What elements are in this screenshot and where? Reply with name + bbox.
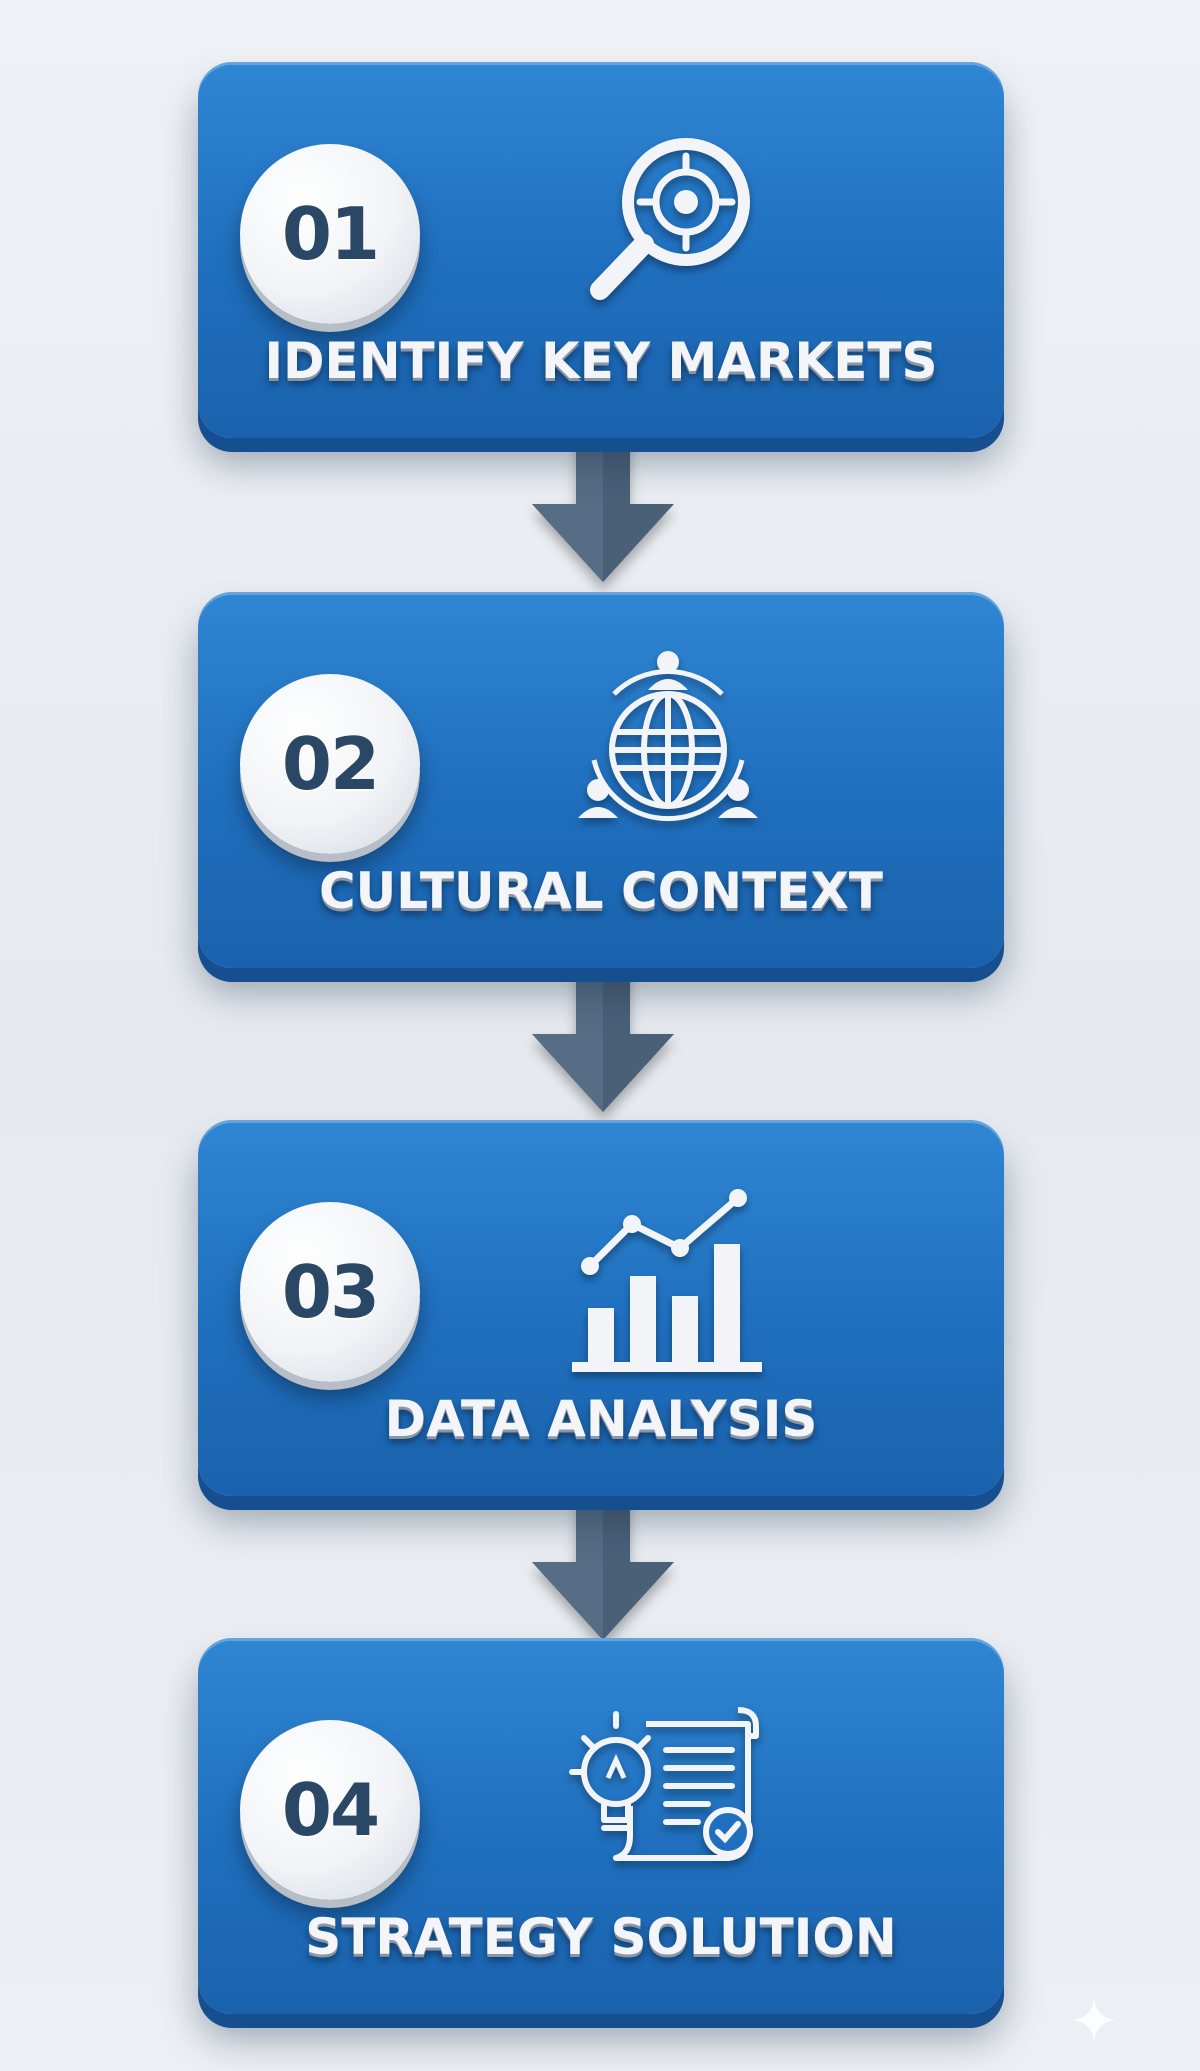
step-number: 02 — [281, 722, 380, 806]
bar-chart-trend-icon — [568, 1168, 768, 1388]
step-2-card: 02 — [198, 592, 1004, 968]
arrow-down-3 — [528, 1490, 678, 1645]
step-label: STRATEGY SOLUTION — [305, 1908, 897, 1966]
magnifier-target-icon — [568, 110, 768, 330]
step-number: 04 — [281, 1768, 380, 1852]
globe-people-icon — [568, 640, 768, 860]
step-number-badge: 04 — [240, 1720, 420, 1900]
lightbulb-document-icon — [568, 1686, 768, 1906]
step-number: 01 — [281, 192, 380, 276]
step-number-badge: 01 — [240, 144, 420, 324]
step-3-card: 03 DATA ANALYSIS — [198, 1120, 1004, 1496]
step-1-card: 01 IDENTIFY KEY MARKETS — [198, 62, 1004, 438]
step-label: IDENTIFY KEY MARKETS — [264, 332, 938, 390]
step-number-badge: 03 — [240, 1202, 420, 1382]
step-label: DATA ANALYSIS — [384, 1390, 818, 1448]
sparkle-icon — [1072, 1998, 1116, 2042]
arrow-down-1 — [528, 432, 678, 587]
step-4-card: 04 — [198, 1638, 1004, 2014]
step-number-badge: 02 — [240, 674, 420, 854]
step-number: 03 — [281, 1250, 380, 1334]
arrow-down-2 — [528, 962, 678, 1117]
step-label: CULTURAL CONTEXT — [318, 862, 883, 920]
